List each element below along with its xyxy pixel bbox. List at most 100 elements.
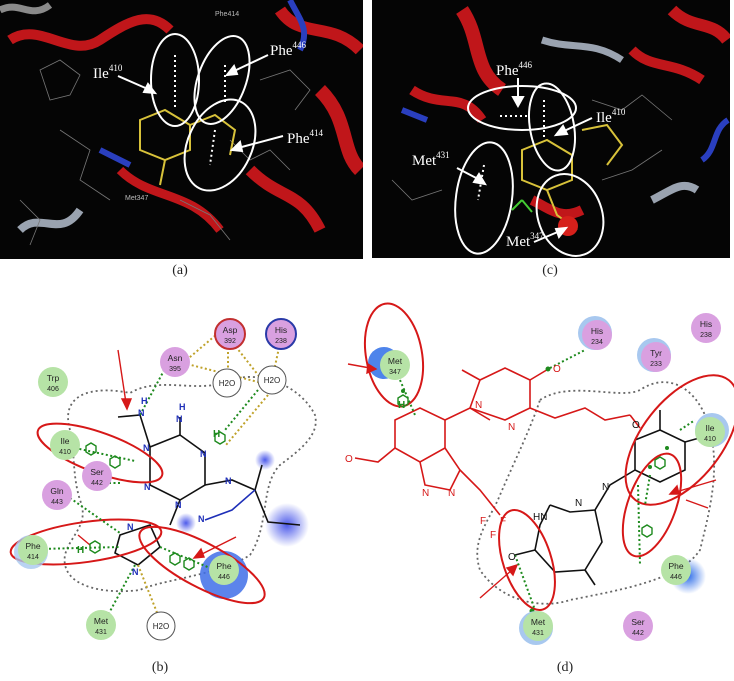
water-molecule: H2O (212, 368, 242, 398)
svg-text:N: N (422, 488, 429, 499)
protein-ribbon (116, 166, 224, 233)
svg-text:Ile: Ile (706, 423, 715, 433)
svg-text:H: H (398, 400, 405, 411)
svg-text:H: H (179, 402, 186, 412)
highlight-ellipse (498, 508, 556, 612)
residue-his238: His 238 (691, 313, 721, 343)
hydrogen-labels: H H (77, 429, 220, 556)
svg-text:HN: HN (533, 512, 547, 523)
protein-ribbon (409, 85, 487, 123)
residue-label-met431: Met431 (412, 150, 450, 169)
svg-text:O: O (632, 420, 640, 431)
protein-ribbon (0, 2, 53, 15)
residue-gln443: Gln 443 (42, 480, 72, 510)
panel-c: Phe446 Ile410 Met431 Met347 (372, 0, 732, 258)
ligand-bonds (354, 367, 641, 516)
water-molecule: H2O (257, 365, 287, 395)
pi-stacking-lines (477, 100, 545, 201)
highlight-ellipse (454, 141, 514, 255)
svg-text:N: N (448, 488, 455, 499)
protein-ribbon (287, 0, 308, 52)
residue-wires (391, 94, 673, 201)
ligand-bonds (114, 414, 301, 566)
protein-ribbon (628, 46, 705, 85)
svg-text:N: N (132, 567, 139, 577)
svg-text:O: O (508, 552, 516, 563)
residue-label-met347: Met347 (506, 231, 544, 250)
svg-text:N: N (200, 449, 207, 459)
protein-ribbon (17, 207, 84, 234)
protein-ribbon (275, 6, 365, 55)
svg-text:N: N (198, 514, 205, 524)
svg-text:H: H (213, 429, 220, 440)
svg-text:Met: Met (531, 617, 546, 627)
residue-tyr233: Tyr 233 (637, 338, 671, 372)
svg-text:233: 233 (650, 361, 662, 368)
svg-text:Asn: Asn (168, 353, 183, 363)
svg-text:N: N (175, 500, 182, 510)
highlight-ellipse (467, 85, 577, 131)
svg-text:F: F (480, 516, 486, 527)
panel-b: Asp 392 His 238 Asn 395 Trp 406 Ile 410 … (0, 285, 363, 655)
svg-text:395: 395 (169, 366, 181, 373)
svg-text:O: O (345, 454, 353, 465)
svg-text:N: N (143, 443, 150, 453)
svg-text:Phe: Phe (25, 541, 40, 551)
protein-ribbon (540, 36, 624, 63)
svg-text:N: N (508, 422, 515, 433)
svg-text:Met: Met (94, 616, 109, 626)
protein-ribbon (7, 14, 174, 51)
highlight-ellipse (138, 525, 266, 605)
highlight-ellipse (528, 82, 576, 172)
caption-a: (a) (172, 263, 188, 278)
protein-ribbon (400, 107, 429, 123)
residue-phe446: Phe 446 (209, 555, 239, 585)
residue-label-ile410: Ile410 (93, 63, 123, 82)
svg-text:Ser: Ser (631, 617, 644, 627)
panel-a: Ile410 Phe446 Phe414 Phe414 Met347 (0, 0, 366, 259)
residue-label-phe446: Phe446 (496, 60, 533, 79)
ligand-atom-labels-black: N N HN O O (508, 420, 640, 563)
residue-phe446: Phe 446 (661, 555, 691, 585)
svg-text:N: N (225, 476, 232, 486)
highlight-ellipse (624, 374, 734, 506)
solvent-exposure (265, 503, 309, 547)
svg-text:Phe: Phe (216, 561, 231, 571)
highlight-arrows (77, 349, 237, 559)
label-arrows (456, 78, 593, 243)
protein-ribbon (650, 181, 700, 204)
residue-met347: Met 347 (380, 350, 410, 380)
svg-text:His: His (700, 319, 712, 329)
hydrogen-labels: H (398, 400, 405, 411)
highlight-ellipse (183, 98, 257, 192)
svg-text:N: N (138, 408, 145, 418)
svg-text:446: 446 (218, 574, 230, 581)
svg-text:Ile: Ile (61, 436, 70, 446)
ligand-fluorine (511, 199, 533, 213)
svg-text:443: 443 (51, 499, 63, 506)
residue-asn395: Asn 395 (160, 347, 190, 377)
pi-ring-markers (397, 394, 666, 538)
svg-text:431: 431 (532, 630, 544, 637)
svg-text:392: 392 (224, 338, 236, 345)
binding-pocket-outline (63, 376, 317, 593)
caption-c: (c) (542, 263, 558, 278)
svg-text:F: F (490, 530, 496, 541)
svg-text:N: N (144, 482, 151, 492)
residue-met431: Met 431 (86, 610, 116, 640)
svg-text:234: 234 (591, 339, 603, 346)
svg-text:238: 238 (275, 338, 287, 345)
residue-ile410: Ile 410 (695, 413, 729, 447)
protein-ribbon (245, 165, 326, 233)
residue-ser442: Ser 442 (623, 611, 653, 641)
svg-text:Tyr: Tyr (650, 348, 662, 358)
panel-c-render: Phe446 Ile410 Met431 Met347 (372, 0, 732, 258)
svg-text:His: His (275, 325, 287, 335)
protein-ribbon (314, 85, 366, 175)
svg-text:H: H (77, 545, 84, 556)
residue-ser442: Ser 442 (82, 461, 112, 491)
tiny-label: Met347 (125, 195, 148, 202)
highlight-ellipse (193, 35, 251, 125)
pi-ring-markers (85, 431, 226, 571)
residue-ile410: Ile 410 (50, 430, 80, 460)
